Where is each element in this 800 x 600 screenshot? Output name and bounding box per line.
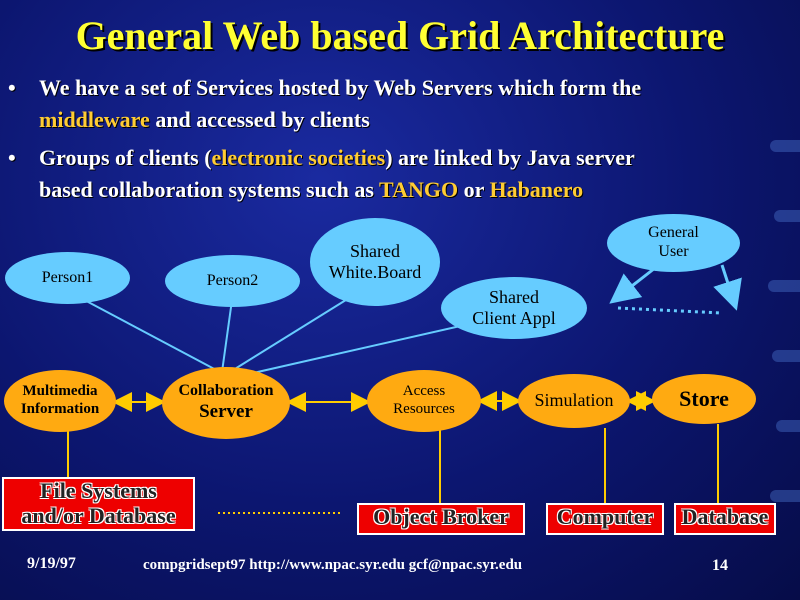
bullet-1-line-1: We have a set of Services hosted by Web … xyxy=(39,75,642,100)
node-shared-whiteboard[interactable]: Shared White.Board xyxy=(310,218,440,306)
node-person2[interactable]: Person2 xyxy=(165,255,300,307)
footer-date: 9/19/97 xyxy=(27,555,76,572)
bullet-2-line-2: based collaboration systems such as TANG… xyxy=(39,177,584,202)
slide-title: General Web based Grid Architecture xyxy=(75,13,725,58)
box-database[interactable]: Database xyxy=(674,503,776,535)
highlight-middleware: middleware xyxy=(39,107,150,132)
node-store[interactable]: Store xyxy=(652,374,756,424)
bullet-marker: • xyxy=(8,145,16,170)
node-access-resources[interactable]: Access Resources xyxy=(367,370,481,432)
box-computer[interactable]: Computer xyxy=(546,503,664,535)
footer-url: compgridsept97 http://www.npac.syr.edu g… xyxy=(143,557,523,573)
link-person2-server xyxy=(221,299,233,373)
decorative-stripes xyxy=(760,140,800,560)
bullet-1-line-2: middleware and accessed by clients xyxy=(39,107,370,132)
box-file-systems[interactable]: File Systems and/or Database xyxy=(2,477,195,531)
link-person1-server xyxy=(74,294,221,373)
arrow-user-down xyxy=(713,264,742,311)
bullet-marker: • xyxy=(8,75,16,100)
highlight-habanero: Habanero xyxy=(489,177,584,202)
box-object-broker[interactable]: Object Broker xyxy=(357,503,525,535)
link-clientappl-server xyxy=(239,321,479,377)
bullet-2: • Groups of clients (electronic societie… xyxy=(8,142,788,206)
highlight-electronic-societies: electronic societies xyxy=(211,145,386,170)
bullet-1: • We have a set of Services hosted by We… xyxy=(8,72,788,136)
dotted-user-link xyxy=(617,306,723,315)
arrow-user-to-appl xyxy=(609,266,656,304)
node-simulation[interactable]: Simulation xyxy=(518,374,630,428)
footer-page-number: 14 xyxy=(712,557,728,574)
bullet-2-line-1: Groups of clients (electronic societies)… xyxy=(39,145,635,170)
node-multimedia-information[interactable]: Multimedia Information xyxy=(4,370,116,432)
node-person1[interactable]: Person1 xyxy=(5,252,130,304)
node-collaboration-server[interactable]: Collaboration Server xyxy=(162,367,290,439)
node-shared-client-appl[interactable]: Shared Client Appl xyxy=(441,277,587,339)
node-general-user[interactable]: General User xyxy=(607,214,740,272)
highlight-tango: TANGO xyxy=(379,177,459,202)
link-whiteboard-server xyxy=(229,289,363,373)
